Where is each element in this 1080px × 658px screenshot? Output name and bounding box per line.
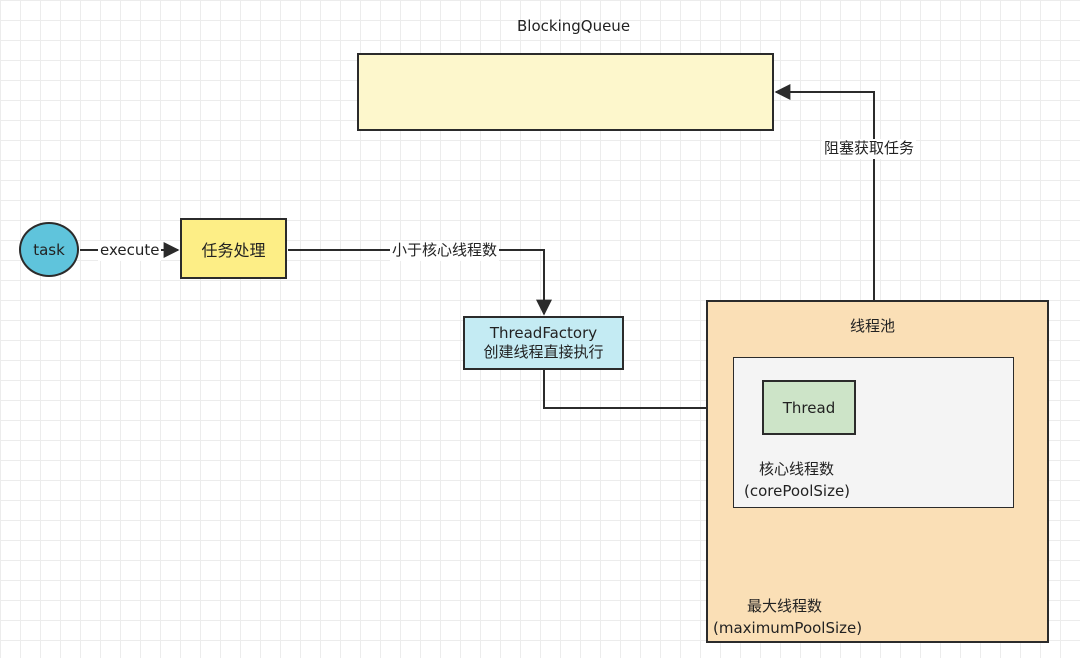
edge-less-than-core (288, 249, 552, 316)
thread-factory-title: ThreadFactory (489, 323, 598, 342)
blocking-queue-box (357, 53, 774, 131)
edge-label-less-than-core: 小于核心线程数 (390, 241, 500, 261)
edge-blocking-fetch (774, 84, 875, 300)
edge-label-blocking-fetch: 阻塞获取任务 (822, 139, 917, 159)
thread-pool-title: 线程池 (850, 317, 896, 335)
thread-factory-box: ThreadFactory 创建线程直接执行 (463, 316, 624, 370)
core-pool-label: 核心线程数 (759, 460, 835, 478)
thread-box: Thread (762, 380, 856, 435)
max-pool-label: 最大线程数 (747, 597, 823, 615)
max-pool-size-label: (maximumPoolSize) (713, 619, 863, 637)
core-pool-size-label: (corePoolSize) (744, 482, 851, 500)
task-process-box: 任务处理 (180, 218, 287, 279)
edge-factory-to-thread (543, 370, 762, 416)
thread-factory-subtitle: 创建线程直接执行 (483, 343, 604, 361)
edge-label-execute: execute (98, 241, 162, 261)
blocking-queue-title: BlockingQueue (517, 17, 631, 35)
task-node: task (19, 222, 79, 277)
